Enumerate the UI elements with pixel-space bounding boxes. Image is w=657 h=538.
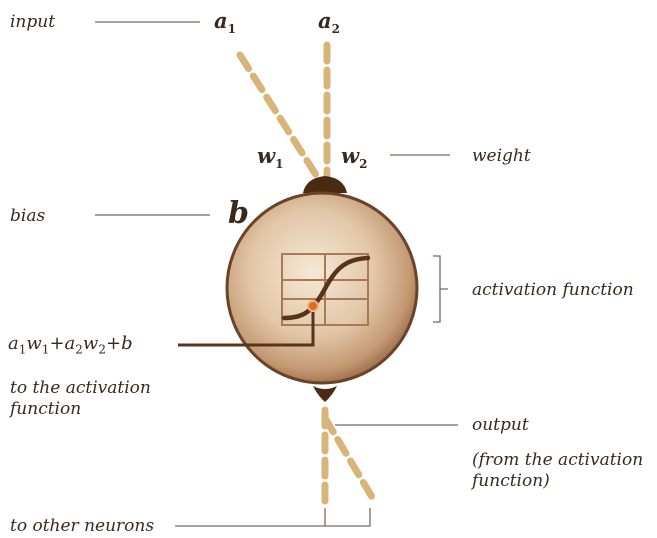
formula-w1-sub: 1 <box>41 342 50 357</box>
formula-plus-1: + <box>49 333 65 354</box>
formula-b: b <box>121 333 133 354</box>
a2-sub: 2 <box>331 22 340 37</box>
activation-function-label: activation function <box>472 280 634 300</box>
activation-point <box>307 300 319 312</box>
w2-sub: 2 <box>359 157 368 172</box>
input-a2-symbol: a2 <box>318 8 340 36</box>
formula-a2-sub: 2 <box>75 342 83 357</box>
output-bracket <box>324 508 371 527</box>
weight-w2-symbol: w2 <box>341 143 367 171</box>
input-connection-a1 <box>236 51 322 182</box>
neuron-body <box>225 191 419 385</box>
w1-base: w <box>257 143 276 168</box>
dendrite-node <box>303 176 347 193</box>
bias-label: bias <box>10 206 46 226</box>
weighted-sum-formula: a1w1+a2w2+b <box>8 334 133 360</box>
formula-a2: a <box>64 333 76 354</box>
input-label: input <box>10 12 56 32</box>
input-a1-symbol: a1 <box>214 8 236 36</box>
activation-bracket <box>433 255 448 323</box>
formula-w2: w <box>82 333 99 354</box>
output-connection-2 <box>321 414 376 501</box>
w2-base: w <box>341 143 360 168</box>
to-activation-label-line2: function <box>10 399 82 419</box>
weight-label: weight <box>472 146 531 166</box>
a1-sub: 1 <box>227 22 236 37</box>
weight-w1-symbol: w1 <box>257 143 283 171</box>
formula-w2-sub: 2 <box>98 342 106 357</box>
axon-node <box>313 386 337 402</box>
to-other-neurons-label: to other neurons <box>10 516 155 536</box>
output-note-line1: (from the activation <box>472 450 644 470</box>
formula-a1-sub: 1 <box>18 342 27 357</box>
formula-w1: w <box>26 333 42 354</box>
formula-plus-2: + <box>105 333 122 354</box>
sum-input-line <box>178 312 315 347</box>
w1-sub: 1 <box>275 157 284 172</box>
bias-b-symbol: b <box>228 196 249 231</box>
a2-base: a <box>318 8 332 33</box>
formula-a1: a <box>8 333 19 354</box>
output-note-line2: function) <box>472 471 550 491</box>
output-label: output <box>472 415 529 435</box>
to-activation-label-line1: to the activation <box>10 378 151 398</box>
a1-base: a <box>214 8 228 33</box>
sigmoid-curve <box>281 255 371 321</box>
